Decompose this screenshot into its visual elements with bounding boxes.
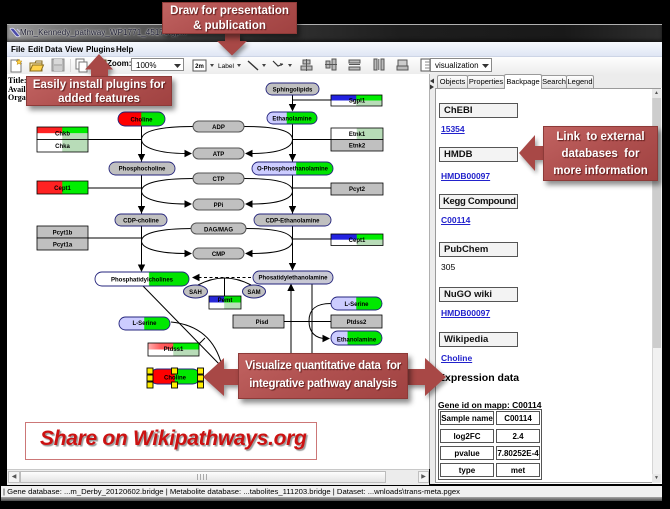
svg-text:Label: Label [218,63,234,70]
svg-text:Pcyt1a: Pcyt1a [53,243,73,249]
svg-text:Ptdss1: Ptdss1 [164,347,184,353]
svg-text:2.4: 2.4 [512,432,524,441]
svg-text:ATP: ATP [213,152,225,158]
svg-text:Etnk1: Etnk1 [349,132,366,138]
svg-text:Phosphatidylcholines: Phosphatidylcholines [111,278,174,284]
svg-text:Etnk2: Etnk2 [349,144,366,150]
svg-text:CDP-choline: CDP-choline [123,219,159,225]
svg-text:L-Serine: L-Serine [132,321,157,327]
svg-text:Phosatidylethanolamine: Phosatidylethanolamine [258,276,328,282]
svg-text:Chkb: Chkb [55,132,70,138]
svg-text:CDP-Ethanolamine: CDP-Ethanolamine [265,219,320,225]
svg-text:SAH: SAH [189,290,202,296]
svg-text:L-Serine: L-Serine [344,302,369,308]
svg-text:O-Phosphoethanolamine: O-Phosphoethanolamine [257,167,329,173]
svg-text:log2FC: log2FC [453,432,480,441]
svg-text:7.80252E-4: 7.80252E-4 [497,449,539,458]
svg-text:Pcyt1b: Pcyt1b [53,231,73,237]
svg-text:Ethanolamine: Ethanolamine [337,338,377,344]
svg-text:Cept1: Cept1 [349,238,366,244]
svg-text:SAM: SAM [247,290,260,296]
svg-text:CTP: CTP [213,177,225,183]
svg-text:Sgpl1: Sgpl1 [349,99,366,105]
svg-text:CMP: CMP [212,252,225,258]
svg-text:DAG/MAG: DAG/MAG [204,228,233,234]
svg-text:Sphingolipids: Sphingolipids [273,88,313,94]
svg-text:Choline: Choline [164,376,187,382]
svg-text:Phosphocholine: Phosphocholine [119,167,166,173]
svg-text:Sample name: Sample name [441,414,493,423]
svg-text:met: met [511,466,526,475]
svg-text:PPi: PPi [214,203,224,209]
svg-text:Choline: Choline [131,118,154,124]
svg-text:Pcyt2: Pcyt2 [349,187,366,193]
svg-text:pvalue: pvalue [454,449,480,458]
svg-text:ADP: ADP [212,125,225,131]
svg-text:Cept1: Cept1 [54,186,71,192]
svg-text:Pisd: Pisd [256,320,269,326]
svg-text:type: type [459,466,476,475]
svg-text:Ethanolamine: Ethanolamine [272,117,312,123]
svg-text:2m: 2m [195,64,204,70]
svg-text:C00114: C00114 [504,414,532,423]
svg-text:Pemt: Pemt [218,298,233,304]
svg-text:Ptdss2: Ptdss2 [347,320,367,326]
svg-text:Chka: Chka [55,144,70,150]
